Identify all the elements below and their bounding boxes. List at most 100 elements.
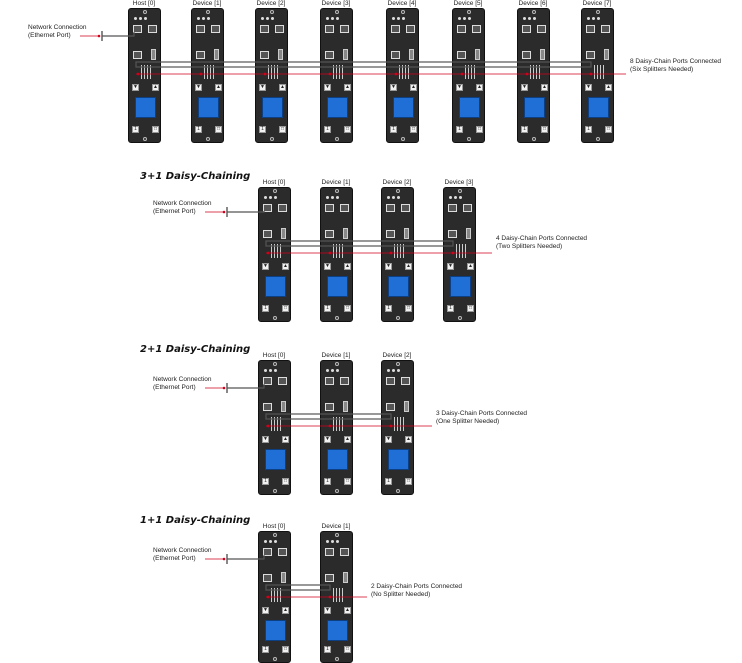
- usb-slot[interactable]: [281, 401, 286, 412]
- select-button[interactable]: □: [215, 126, 222, 133]
- select-button[interactable]: □: [152, 126, 159, 133]
- down-button[interactable]: ▼: [447, 263, 454, 270]
- select-button[interactable]: □: [344, 305, 351, 312]
- up-button[interactable]: ▲: [541, 84, 548, 91]
- ethernet-port[interactable]: [148, 25, 157, 33]
- menu-button[interactable]: 1: [259, 126, 266, 133]
- menu-button[interactable]: 1: [390, 126, 397, 133]
- daisy-chain-port[interactable]: [391, 51, 400, 59]
- ethernet-port[interactable]: [448, 204, 457, 212]
- ethernet-port[interactable]: [325, 204, 334, 212]
- usb-slot[interactable]: [404, 401, 409, 412]
- down-button[interactable]: ▼: [324, 84, 331, 91]
- daisy-chain-port[interactable]: [386, 230, 395, 238]
- down-button[interactable]: ▼: [385, 436, 392, 443]
- down-button[interactable]: ▼: [195, 84, 202, 91]
- ethernet-port[interactable]: [278, 548, 287, 556]
- up-button[interactable]: ▲: [476, 84, 483, 91]
- daisy-chain-port[interactable]: [133, 51, 142, 59]
- ethernet-port[interactable]: [391, 25, 400, 33]
- select-button[interactable]: □: [467, 305, 474, 312]
- daisy-chain-port[interactable]: [325, 403, 334, 411]
- down-button[interactable]: ▼: [324, 607, 331, 614]
- usb-slot[interactable]: [343, 228, 348, 239]
- ethernet-port[interactable]: [196, 25, 205, 33]
- ethernet-port[interactable]: [275, 25, 284, 33]
- menu-button[interactable]: 1: [324, 126, 331, 133]
- daisy-chain-port[interactable]: [522, 51, 531, 59]
- up-button[interactable]: ▲: [282, 436, 289, 443]
- usb-slot[interactable]: [278, 49, 283, 60]
- usb-slot[interactable]: [343, 401, 348, 412]
- menu-button[interactable]: 1: [447, 305, 454, 312]
- ethernet-port[interactable]: [401, 204, 410, 212]
- usb-slot[interactable]: [281, 572, 286, 583]
- ethernet-port[interactable]: [278, 204, 287, 212]
- up-button[interactable]: ▲: [344, 607, 351, 614]
- ethernet-port[interactable]: [133, 25, 142, 33]
- up-button[interactable]: ▲: [344, 263, 351, 270]
- up-button[interactable]: ▲: [215, 84, 222, 91]
- daisy-chain-port[interactable]: [386, 403, 395, 411]
- menu-button[interactable]: 1: [262, 478, 269, 485]
- down-button[interactable]: ▼: [385, 263, 392, 270]
- ethernet-port[interactable]: [463, 204, 472, 212]
- up-button[interactable]: ▲: [152, 84, 159, 91]
- ethernet-port[interactable]: [278, 377, 287, 385]
- ethernet-port[interactable]: [325, 548, 334, 556]
- menu-button[interactable]: 1: [324, 305, 331, 312]
- daisy-chain-port[interactable]: [325, 230, 334, 238]
- ethernet-port[interactable]: [472, 25, 481, 33]
- select-button[interactable]: □: [405, 305, 412, 312]
- select-button[interactable]: □: [476, 126, 483, 133]
- menu-button[interactable]: 1: [385, 478, 392, 485]
- daisy-chain-port[interactable]: [586, 51, 595, 59]
- daisy-chain-port[interactable]: [448, 230, 457, 238]
- ethernet-port[interactable]: [522, 25, 531, 33]
- ethernet-port[interactable]: [401, 377, 410, 385]
- menu-button[interactable]: 1: [132, 126, 139, 133]
- ethernet-port[interactable]: [457, 25, 466, 33]
- ethernet-port[interactable]: [340, 204, 349, 212]
- select-button[interactable]: □: [282, 305, 289, 312]
- menu-button[interactable]: 1: [324, 478, 331, 485]
- up-button[interactable]: ▲: [279, 84, 286, 91]
- up-button[interactable]: ▲: [405, 263, 412, 270]
- down-button[interactable]: ▼: [259, 84, 266, 91]
- menu-button[interactable]: 1: [262, 646, 269, 653]
- usb-slot[interactable]: [404, 228, 409, 239]
- select-button[interactable]: □: [344, 126, 351, 133]
- usb-slot[interactable]: [281, 228, 286, 239]
- menu-button[interactable]: 1: [324, 646, 331, 653]
- ethernet-port[interactable]: [263, 377, 272, 385]
- menu-button[interactable]: 1: [385, 305, 392, 312]
- usb-slot[interactable]: [214, 49, 219, 60]
- select-button[interactable]: □: [279, 126, 286, 133]
- daisy-chain-port[interactable]: [196, 51, 205, 59]
- usb-slot[interactable]: [409, 49, 414, 60]
- ethernet-port[interactable]: [325, 25, 334, 33]
- daisy-chain-port[interactable]: [457, 51, 466, 59]
- select-button[interactable]: □: [605, 126, 612, 133]
- daisy-chain-port[interactable]: [263, 230, 272, 238]
- down-button[interactable]: ▼: [390, 84, 397, 91]
- menu-button[interactable]: 1: [195, 126, 202, 133]
- down-button[interactable]: ▼: [262, 263, 269, 270]
- ethernet-port[interactable]: [386, 204, 395, 212]
- ethernet-port[interactable]: [340, 377, 349, 385]
- menu-button[interactable]: 1: [521, 126, 528, 133]
- usb-slot[interactable]: [604, 49, 609, 60]
- select-button[interactable]: □: [541, 126, 548, 133]
- down-button[interactable]: ▼: [262, 436, 269, 443]
- daisy-chain-port[interactable]: [263, 574, 272, 582]
- down-button[interactable]: ▼: [585, 84, 592, 91]
- down-button[interactable]: ▼: [324, 436, 331, 443]
- down-button[interactable]: ▼: [132, 84, 139, 91]
- up-button[interactable]: ▲: [344, 436, 351, 443]
- daisy-chain-port[interactable]: [325, 574, 334, 582]
- ethernet-port[interactable]: [537, 25, 546, 33]
- up-button[interactable]: ▲: [344, 84, 351, 91]
- ethernet-port[interactable]: [211, 25, 220, 33]
- menu-button[interactable]: 1: [585, 126, 592, 133]
- select-button[interactable]: □: [344, 478, 351, 485]
